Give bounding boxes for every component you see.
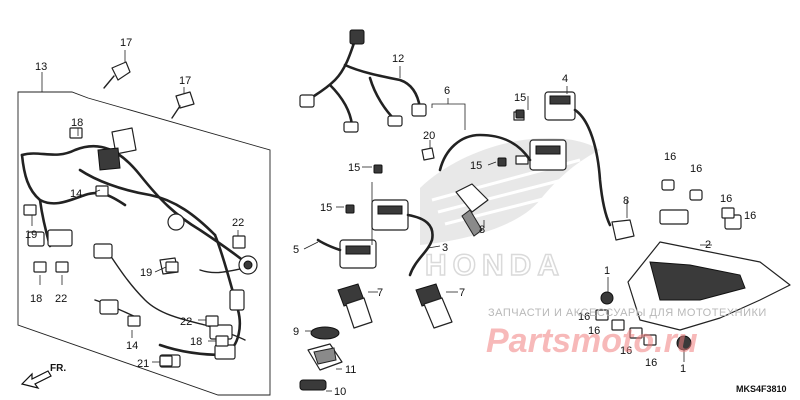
honda-wing-logo: HONDA <box>420 138 600 283</box>
callout-7a: 7 <box>377 287 383 299</box>
callout-18a: 18 <box>71 117 83 129</box>
callout-14b: 14 <box>126 340 138 352</box>
front-direction-indicator: FR. <box>20 363 66 389</box>
callout-16c: 16 <box>720 193 732 205</box>
callout-18b: 18 <box>30 293 42 305</box>
callout-21: 21 <box>137 358 149 370</box>
callout-3: 3 <box>442 242 448 254</box>
callout-16a: 16 <box>664 151 676 163</box>
callout-1a: 1 <box>604 265 610 277</box>
callout-8b: 8 <box>623 195 629 207</box>
callout-20: 20 <box>423 130 435 142</box>
callout-16f: 16 <box>588 325 600 337</box>
ignition-coil-lower <box>316 199 434 277</box>
watermark-brand: HONDA <box>425 249 565 282</box>
callout-16e: 16 <box>578 311 590 323</box>
mounting-bracket <box>595 179 791 351</box>
callout-15d: 15 <box>320 202 332 214</box>
callout-15a: 15 <box>514 92 526 104</box>
bolts <box>345 109 525 214</box>
diagram-code: MKS4F3810 <box>736 384 787 394</box>
watermark-tagline: ЗАПЧАСТИ И АКСЕССУАРЫ ДЛЯ МОТОТЕХНИКИ <box>488 307 767 319</box>
callout-5: 5 <box>293 244 299 256</box>
spark-plug-cap-left <box>337 283 373 329</box>
callout-22a: 22 <box>232 217 244 229</box>
ignition-coil-middle <box>438 133 567 172</box>
callout-16g: 16 <box>620 345 632 357</box>
callout-16b: 16 <box>690 163 702 175</box>
callout-17b: 17 <box>179 75 191 87</box>
rubber-parts <box>299 326 343 391</box>
callout-14a: 14 <box>70 188 82 200</box>
callout-18c: 18 <box>190 336 202 348</box>
callout-15c: 15 <box>348 162 360 174</box>
callout-12: 12 <box>392 53 404 65</box>
spark-plug-cap-center <box>415 283 453 329</box>
callout-6: 6 <box>444 85 450 97</box>
callout-4: 4 <box>562 73 568 85</box>
callout-8a: 8 <box>479 224 485 236</box>
callout-1b: 1 <box>680 363 686 375</box>
callout-19b: 19 <box>140 267 152 279</box>
callout-numbers: 17 17 13 18 14 22 19 18 22 19 22 18 14 2… <box>25 37 756 398</box>
callout-7b: 7 <box>459 287 465 299</box>
callout-13: 13 <box>35 61 47 73</box>
callout-15b: 15 <box>470 160 482 172</box>
harness-frame <box>17 91 271 396</box>
callout-16h: 16 <box>645 357 657 369</box>
callout-11: 11 <box>345 364 356 376</box>
spark-plug-cap-right <box>611 219 635 241</box>
watermark-site: Partsmoto.ru <box>486 322 698 360</box>
front-direction-label: FR. <box>50 363 66 374</box>
spark-plug-cap-upper <box>455 183 489 237</box>
leader-lines <box>31 50 712 392</box>
clamps <box>23 61 246 367</box>
main-wire-harness <box>20 127 258 368</box>
sub-harness <box>299 29 427 133</box>
callout-2: 2 <box>705 239 711 251</box>
callout-22b: 22 <box>55 293 67 305</box>
callout-22c: 22 <box>180 316 192 328</box>
callout-17a: 17 <box>120 37 132 49</box>
callout-10: 10 <box>334 386 346 398</box>
callout-9: 9 <box>293 326 299 338</box>
watermark: ЗАПЧАСТИ И АКСЕССУАРЫ ДЛЯ МОТОТЕХНИКИ Pa… <box>486 307 767 360</box>
front-arrow-icon <box>20 370 52 389</box>
callout-16d: 16 <box>744 210 756 222</box>
callout-19a: 19 <box>25 229 37 241</box>
